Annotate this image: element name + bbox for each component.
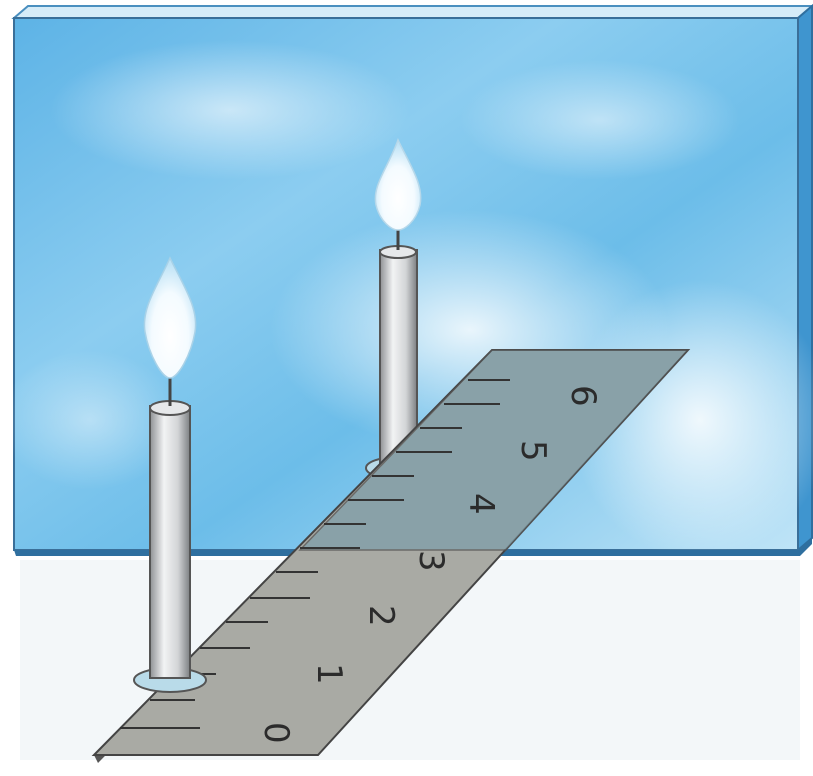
- candle-front: [133, 256, 207, 693]
- ruler-label-0: 0: [256, 722, 296, 744]
- glass-bottom-edge: [14, 538, 812, 556]
- ruler-label-2: 2: [361, 605, 401, 627]
- ruler-label-4: 4: [461, 493, 501, 515]
- glass-top-edge: [11, 5, 813, 19]
- candle-behind-flame: [374, 138, 422, 231]
- ruler-label-5: 5: [513, 440, 553, 462]
- ruler-numbers: 0 1 2 3 4 5 6: [256, 385, 603, 744]
- ruler-label-6: 6: [563, 385, 603, 407]
- candle-front-body: [149, 405, 191, 679]
- ruler-label-3: 3: [411, 550, 451, 572]
- ruler-ticks: [120, 379, 510, 729]
- ruler-label-1: 1: [309, 663, 349, 685]
- candle-front-flame: [143, 256, 197, 379]
- ruler: 0 1 2 3 4 5 6: [91, 349, 691, 763]
